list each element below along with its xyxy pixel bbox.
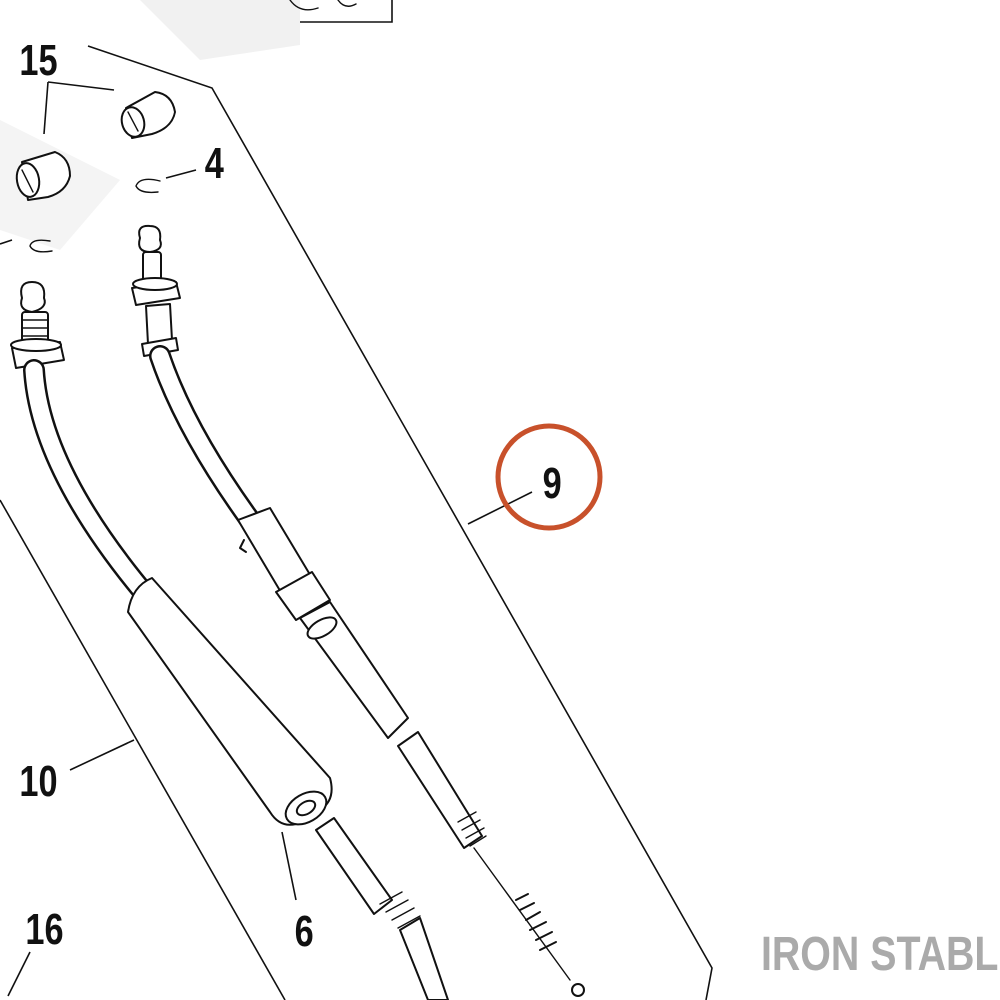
retaining-clip-lower [29, 239, 53, 253]
kit-outline [0, 45, 713, 1000]
callout-4: 4 [205, 139, 224, 188]
callout-16: 16 [25, 905, 63, 954]
callout-6: 6 [295, 907, 314, 956]
leader-lines [0, 81, 533, 997]
clevis-pin-upper [120, 91, 176, 139]
highlight-circle [495, 423, 603, 531]
callout-9: 9 [543, 459, 562, 508]
brand-logo-text: IRON STABLE [761, 927, 1000, 981]
watermark-shape [0, 0, 300, 60]
callout-10: 10 [19, 757, 57, 806]
cable-assembly-left [10, 281, 449, 1000]
cable-assembly-right [131, 224, 585, 997]
top-partial-part [289, 0, 393, 23]
clevis-pin-lower [15, 151, 71, 201]
retaining-clip-upper [135, 178, 161, 194]
callout-15: 15 [19, 36, 57, 85]
